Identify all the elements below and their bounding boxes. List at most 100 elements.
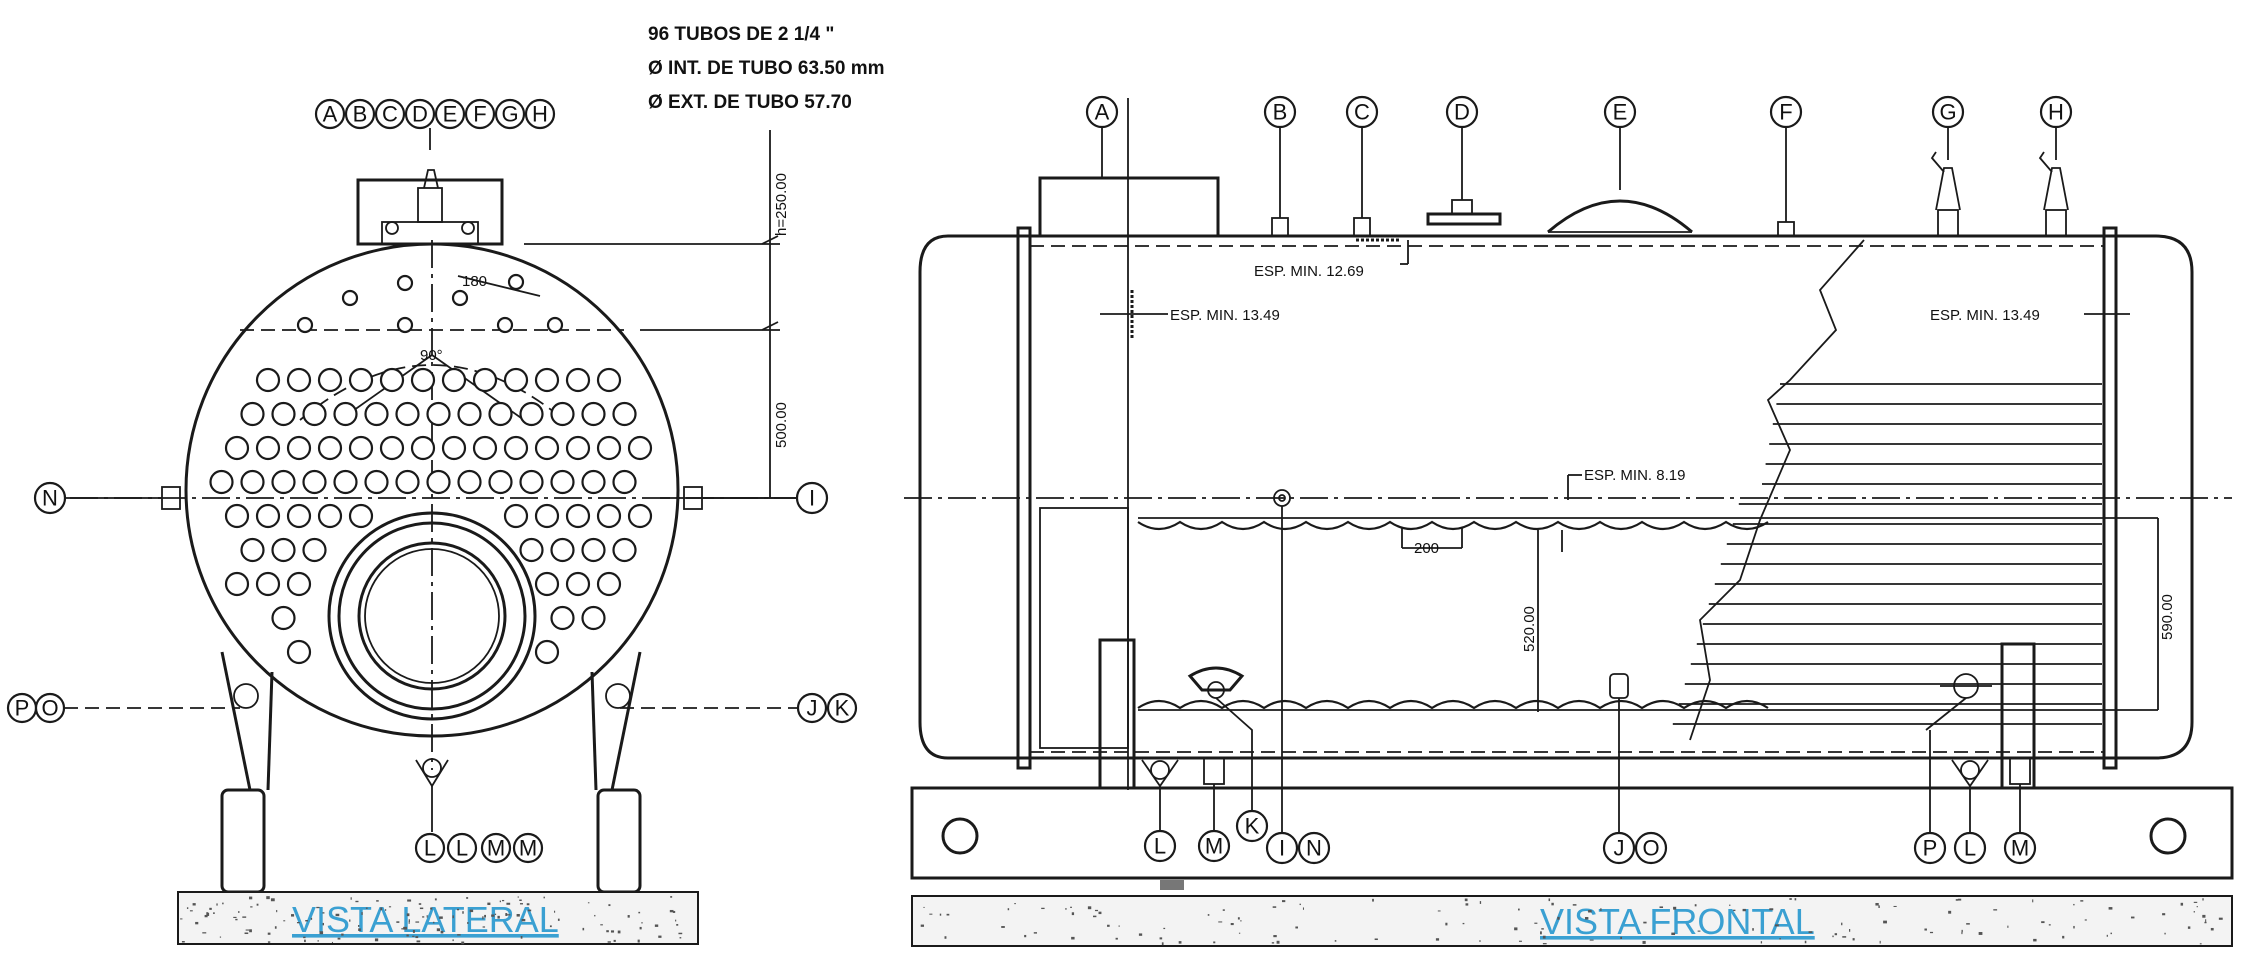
front-label-h: H bbox=[2039, 95, 2073, 129]
tube-hole bbox=[317, 503, 343, 529]
tube-hole bbox=[255, 367, 281, 393]
tube-hole bbox=[581, 605, 606, 631]
svg-text:G: G bbox=[501, 102, 518, 127]
tube-hole bbox=[271, 401, 296, 427]
tube-hole bbox=[348, 503, 374, 529]
tube-hole bbox=[240, 537, 265, 563]
front-esp-12: ESP. MIN. 12.69 bbox=[1254, 263, 1364, 280]
side-label-l2: L bbox=[446, 832, 478, 864]
front-label-c: C bbox=[1345, 95, 1379, 129]
front-label-e: E bbox=[1603, 95, 1637, 129]
tube-hole bbox=[627, 503, 653, 529]
svg-text:L: L bbox=[1964, 836, 1976, 861]
tube-hole bbox=[395, 401, 420, 427]
side-label-i: I bbox=[795, 481, 829, 515]
svg-text:K: K bbox=[1245, 814, 1260, 839]
front-label-b: B bbox=[1263, 95, 1297, 129]
side-label-f: F bbox=[464, 98, 496, 130]
front-label-p: P bbox=[1913, 831, 1947, 865]
tube-hole bbox=[271, 605, 296, 631]
side-label-m2: M bbox=[512, 832, 544, 864]
front-label-m1: M bbox=[1197, 829, 1231, 863]
tube-hole bbox=[240, 469, 265, 495]
svg-text:P: P bbox=[15, 696, 30, 721]
side-top-box bbox=[356, 178, 504, 246]
svg-text:M: M bbox=[487, 836, 505, 861]
tube-hole bbox=[503, 367, 529, 393]
front-label-j: J bbox=[1602, 831, 1636, 865]
side-view-title: VISTA LATERAL bbox=[292, 899, 559, 940]
tube-hole bbox=[565, 435, 591, 461]
front-break-line bbox=[1689, 239, 1865, 741]
tube-hole bbox=[410, 367, 436, 393]
front-view-title: VISTA FRONTAL bbox=[1540, 901, 1815, 942]
side-label-n: N bbox=[33, 481, 67, 515]
svg-text:M: M bbox=[2011, 836, 2029, 861]
svg-text:L: L bbox=[424, 836, 436, 861]
tube-hole bbox=[565, 367, 591, 393]
side-label-j: J bbox=[796, 692, 828, 724]
svg-text:N: N bbox=[1306, 836, 1322, 861]
svg-text:J: J bbox=[1614, 836, 1625, 861]
svg-text:E: E bbox=[443, 102, 458, 127]
svg-text:P: P bbox=[1923, 836, 1938, 861]
note-tubes-count: 96 TUBOS DE 2 1/4 " bbox=[648, 24, 834, 45]
front-top-labels: A B C D E F G H bbox=[1085, 95, 2073, 129]
side-label-m1: M bbox=[480, 832, 512, 864]
tube-hole bbox=[488, 469, 513, 495]
tube-hole bbox=[550, 537, 575, 563]
front-manhole-flange bbox=[1426, 212, 1502, 226]
front-esp-left: ESP. MIN. 13.49 bbox=[1170, 307, 1280, 324]
side-label-l1: L bbox=[414, 832, 446, 864]
side-top-labels: A B C D E F G H bbox=[314, 98, 556, 130]
front-thickness-notes: ESP. MIN. 13.49 ESP. MIN. 12.69 ESP. MIN… bbox=[1100, 238, 2130, 500]
front-furnace bbox=[1137, 517, 2159, 711]
svg-text:I: I bbox=[1279, 836, 1285, 861]
svg-text:M: M bbox=[1205, 834, 1223, 859]
side-label-c: C bbox=[374, 98, 406, 130]
side-arc-dim: 90° bbox=[420, 347, 443, 364]
front-ground bbox=[911, 895, 2233, 947]
svg-text:D: D bbox=[1454, 100, 1470, 125]
tube-hole bbox=[224, 503, 250, 529]
tube-hole bbox=[596, 571, 622, 597]
tube-hole bbox=[550, 605, 575, 631]
svg-text:A: A bbox=[1095, 100, 1110, 125]
tube-hole bbox=[286, 571, 312, 597]
front-esp-mid: ESP. MIN. 8.19 bbox=[1584, 467, 1685, 484]
tube-hole bbox=[317, 435, 343, 461]
side-label-p: P bbox=[6, 692, 38, 724]
tube-hole bbox=[472, 435, 498, 461]
tube-hole bbox=[441, 367, 467, 393]
ground-texture bbox=[180, 896, 2223, 946]
tube-hole bbox=[519, 469, 544, 495]
tube-hole bbox=[457, 401, 482, 427]
tube-hole bbox=[581, 469, 606, 495]
tube-hole bbox=[519, 537, 544, 563]
front-manhole-cover bbox=[1547, 199, 1693, 234]
tube-hole bbox=[271, 469, 296, 495]
tube-hole bbox=[596, 435, 622, 461]
front-label-f: F bbox=[1769, 95, 1803, 129]
tube-hole bbox=[224, 435, 250, 461]
tube-hole bbox=[612, 469, 637, 495]
svg-text:B: B bbox=[1273, 100, 1288, 125]
tube-hole bbox=[271, 537, 296, 563]
svg-text:J: J bbox=[807, 696, 818, 721]
tube-hole bbox=[426, 469, 451, 495]
svg-text:D: D bbox=[412, 102, 428, 127]
tube-hole bbox=[333, 401, 358, 427]
svg-text:H: H bbox=[2048, 100, 2064, 125]
svg-text:C: C bbox=[1354, 100, 1370, 125]
side-dim-height: 500.00 bbox=[773, 402, 790, 448]
tube-hole bbox=[302, 469, 327, 495]
tube-hole bbox=[395, 469, 420, 495]
tube-hole bbox=[302, 537, 327, 563]
svg-text:H: H bbox=[532, 102, 548, 127]
side-dim-top: h=250.00 bbox=[773, 173, 790, 236]
svg-text:B: B bbox=[353, 102, 368, 127]
tube-hole bbox=[550, 469, 575, 495]
tube-hole bbox=[441, 435, 467, 461]
note-tube-ext: Ø EXT. DE TUBO 57.70 bbox=[648, 92, 852, 113]
